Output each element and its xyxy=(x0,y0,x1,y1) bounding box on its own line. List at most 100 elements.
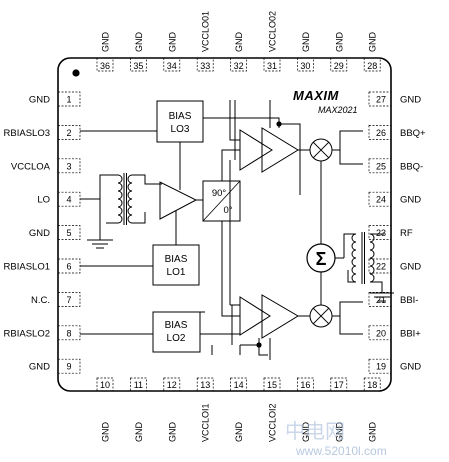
pin-2-number: 2 xyxy=(66,128,71,138)
pin-14-number: 14 xyxy=(234,380,244,390)
pin-17-pad xyxy=(330,377,348,392)
pin-18-number: 18 xyxy=(367,380,377,390)
pin-8-label: RBIASLO2 xyxy=(4,328,50,339)
pin-33-label: VCCLO01 xyxy=(201,11,211,52)
pin-32-label: GND xyxy=(234,32,244,53)
pin-26-label: BBQ+ xyxy=(400,128,426,139)
pin-2-pad xyxy=(57,125,81,140)
pin-27-pad xyxy=(368,91,392,107)
pin-16-pad xyxy=(297,377,314,392)
pin-35-label: GND xyxy=(134,32,144,53)
q-amplifier-2 xyxy=(261,127,299,173)
bias-lo1-label-top: BIAS xyxy=(165,254,188,265)
lo-input-transformer xyxy=(80,173,162,249)
pin-19-label: GND xyxy=(400,362,421,373)
pin-12-pad xyxy=(163,377,181,392)
phase-shifter-90-label: 90° xyxy=(212,188,227,199)
pin-14-label: GND xyxy=(234,422,244,443)
pin-22-pad xyxy=(368,258,392,274)
pin-31-number: 31 xyxy=(267,61,277,71)
pin-28-label: GND xyxy=(368,32,378,53)
pin-31-pad xyxy=(263,57,281,72)
pin-7-label: N.C. xyxy=(31,295,50,306)
package-outline xyxy=(57,57,392,392)
pin-10-pad xyxy=(96,377,114,392)
pin-11-pad xyxy=(130,377,147,392)
pin-20-pad xyxy=(368,325,392,341)
top-pins: 36GND35GND34GND33VCCLO0132GND31VCCLO0230… xyxy=(96,11,381,72)
pin-18-pad xyxy=(363,377,381,392)
junction-dot-bottom xyxy=(256,342,262,348)
rf-input-transformer xyxy=(343,232,394,302)
pin-10-number: 10 xyxy=(100,380,110,390)
pin-36-pad xyxy=(96,57,114,72)
pin-25-label: BBQ- xyxy=(400,161,423,172)
phase-shifter-divider xyxy=(202,180,241,222)
pin-36-label: GND xyxy=(101,32,111,53)
junction-dot-top xyxy=(276,121,282,127)
pin1-marker xyxy=(72,69,80,77)
bias-lo1-label-bottom: LO1 xyxy=(167,267,186,278)
pin-3-number: 3 xyxy=(66,161,71,171)
bias-lo1-block xyxy=(152,244,200,286)
pin-15-label: VCCLOI2 xyxy=(268,403,278,442)
pin-30-pad xyxy=(297,57,314,72)
pin-1-label: GND xyxy=(29,95,50,106)
pin-28-number: 28 xyxy=(367,61,377,71)
pin-22-number: 22 xyxy=(376,262,386,272)
pin-5-pad xyxy=(57,225,81,240)
pin-13-label: VCCLOI1 xyxy=(201,403,211,442)
pin-15-number: 15 xyxy=(267,380,277,390)
pin-17-label: GND xyxy=(334,422,344,443)
q-amplifier-1 xyxy=(239,129,273,171)
pin-4-label: LO xyxy=(37,195,50,206)
pin-4-number: 4 xyxy=(66,195,71,205)
pin-23-number: 23 xyxy=(376,228,386,238)
pin-24-number: 24 xyxy=(376,195,386,205)
phase-shifter-0-label: 0° xyxy=(223,205,232,216)
pin-6-label: RBIASLO1 xyxy=(4,262,50,273)
pin-16-label: GND xyxy=(301,422,311,443)
pin-33-pad xyxy=(196,57,214,72)
pin-31-label: VCCLO02 xyxy=(268,11,278,52)
pin-34-pad xyxy=(163,57,181,72)
pin-10-label: GND xyxy=(101,422,111,443)
pin-6-number: 6 xyxy=(66,262,71,272)
pin-34-label: GND xyxy=(167,32,177,53)
bias-lo2-block xyxy=(152,311,201,353)
pin-27-number: 27 xyxy=(376,95,386,105)
pin-21-number: 21 xyxy=(376,295,386,305)
pin-19-number: 19 xyxy=(376,362,386,372)
pin-21-label: BBI- xyxy=(400,295,418,306)
i-amplifier-1 xyxy=(239,296,271,336)
pin-30-number: 30 xyxy=(300,61,310,71)
pin-7-number: 7 xyxy=(66,295,71,305)
pin-1-pad xyxy=(57,91,81,107)
pin-9-number: 9 xyxy=(66,362,71,372)
pin-21-pad xyxy=(368,292,392,307)
maxim-logo: MAXIM xyxy=(293,88,340,103)
pin-16-number: 16 xyxy=(300,380,310,390)
internal-wiring xyxy=(200,100,310,360)
pin-1-number: 1 xyxy=(66,95,71,105)
mixer-wiring xyxy=(320,130,363,335)
bias-lo3-label-top: BIAS xyxy=(169,111,192,122)
pin-27-label: GND xyxy=(400,95,421,106)
pin-3-pad xyxy=(57,158,81,174)
pin-17-number: 17 xyxy=(334,380,344,390)
pin-26-pad xyxy=(368,125,392,140)
pin-20-label: BBI+ xyxy=(400,328,421,339)
lo-path-wires xyxy=(80,130,203,335)
pin-18-label: GND xyxy=(368,422,378,443)
pin-23-pad xyxy=(368,225,392,240)
watermark-url: www.52010l.com xyxy=(295,444,387,458)
bias-lo2-label-top: BIAS xyxy=(165,320,188,331)
pin-12-label: GND xyxy=(167,422,177,443)
pin-28-pad xyxy=(363,57,381,72)
pin-5-label: GND xyxy=(29,228,50,239)
pin-11-number: 11 xyxy=(134,380,143,390)
summer-symbol: Σ xyxy=(316,249,327,269)
pin-15-pad xyxy=(263,377,281,392)
pin-9-label: GND xyxy=(29,362,50,373)
